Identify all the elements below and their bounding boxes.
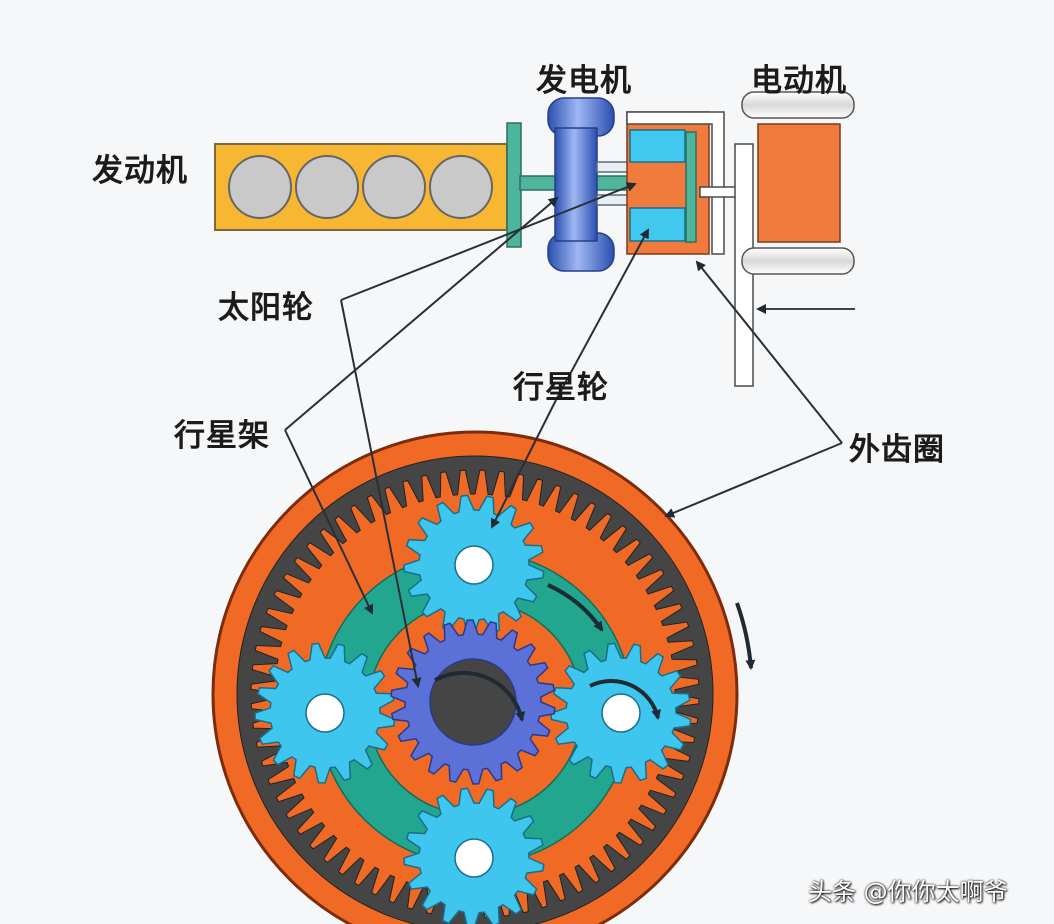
engine-cylinder: [228, 155, 292, 219]
ring-rotation-arrow: [735, 602, 756, 670]
sun-gear-label: 太阳轮: [218, 290, 314, 326]
engine-cylinder: [295, 155, 359, 219]
motor: [741, 91, 855, 275]
planet-gears: [254, 494, 692, 924]
leader-lines: [284, 182, 843, 688]
planet-gear-top-hub: [454, 545, 494, 585]
engine-block: [214, 143, 508, 231]
planet-carrier-label: 行星架: [174, 418, 270, 454]
engine-label: 发动机: [92, 153, 188, 189]
planet-right-rotation-arrow: [589, 679, 662, 720]
sun-rotation-arrow: [434, 670, 526, 722]
engine-cylinder: [429, 155, 493, 219]
planet-gear-bottom: [403, 787, 545, 924]
ring-gear-housing: [626, 111, 753, 255]
planet-gear-label: 行星轮: [513, 370, 609, 406]
planet-gear-right-hub: [601, 693, 641, 733]
motor-label: 电动机: [751, 63, 847, 99]
planet-gear-left: [254, 642, 396, 784]
watermark: 头条 @你你太啊爷: [808, 878, 1008, 906]
planet-gear-bottom-hub: [454, 838, 494, 878]
carrier-rotation-arrow: [547, 583, 604, 632]
planet-gear-top: [403, 494, 545, 636]
rotation-arrows: [434, 583, 756, 722]
generator-label: 发电机: [536, 63, 632, 99]
engine-cylinder: [362, 155, 426, 219]
ring-gear-label: 外齿圈: [849, 432, 945, 468]
planet-gear-left-hub: [305, 693, 345, 733]
